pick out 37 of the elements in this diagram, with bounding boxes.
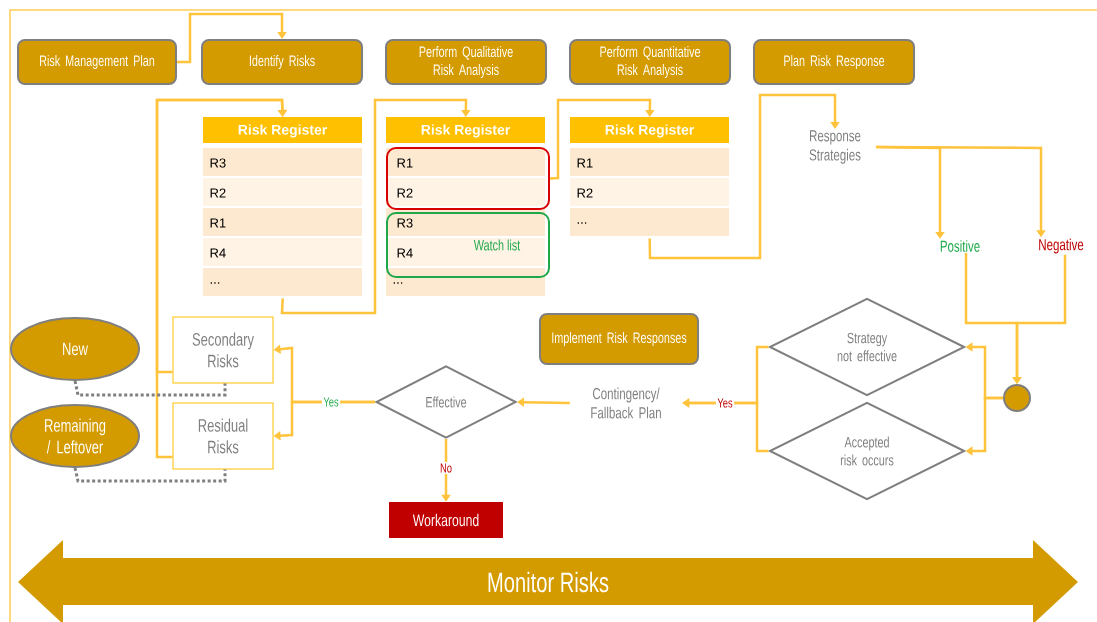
edge-label: Yes <box>715 396 735 410</box>
process-box: Risk Management Plan <box>17 39 177 85</box>
node-label: ... <box>210 282 220 284</box>
node-label: R4 <box>210 248 226 258</box>
outcome-text: Negative <box>1039 238 1084 254</box>
process-box: Identify Risks <box>201 39 363 85</box>
register-table: Risk Register R1 R2 ... <box>570 117 729 236</box>
node-label: Risk Register <box>238 124 328 138</box>
node-label: ... <box>577 222 587 224</box>
output-text: Response Strategies <box>809 130 861 164</box>
result-box: Workaround <box>389 502 503 538</box>
register-table: Risk Register R3 R2 R1 R4 ... <box>203 117 362 296</box>
arrow <box>549 98 655 180</box>
risk-box: Residual Risks <box>172 402 274 470</box>
edge-label: No <box>438 461 454 475</box>
process-box: Perform Quantitative Risk Analysis <box>569 39 731 85</box>
node-label: R1 <box>210 218 226 228</box>
arrow <box>177 12 287 64</box>
arrow <box>280 98 471 315</box>
node-label: Risk Register <box>421 124 511 138</box>
process-box: Perform Qualitative Risk Analysis <box>385 39 547 85</box>
highlight-frame: R3 R4 Watch list <box>386 212 550 278</box>
process-box: Plan Risk Response <box>753 39 915 85</box>
double-arrow-band: Monitor Risks <box>18 540 1078 622</box>
node-label: R1 <box>577 158 593 168</box>
arrow <box>648 93 840 260</box>
junction-dot <box>1003 384 1031 412</box>
output-text: Contingency/ Fallback Plan <box>591 387 661 419</box>
node-label: Risk Register <box>605 124 695 138</box>
edge-label: Yes <box>321 395 341 409</box>
outcome-text: Positive <box>940 240 980 252</box>
process-box: Implement Risk Responses <box>539 313 699 365</box>
risk-box: Secondary Risks <box>172 316 274 384</box>
node-label: ... <box>393 282 403 284</box>
node-label: R3 <box>210 158 226 168</box>
highlight-frame: R1 R2 <box>386 147 550 210</box>
arrow <box>155 98 288 459</box>
